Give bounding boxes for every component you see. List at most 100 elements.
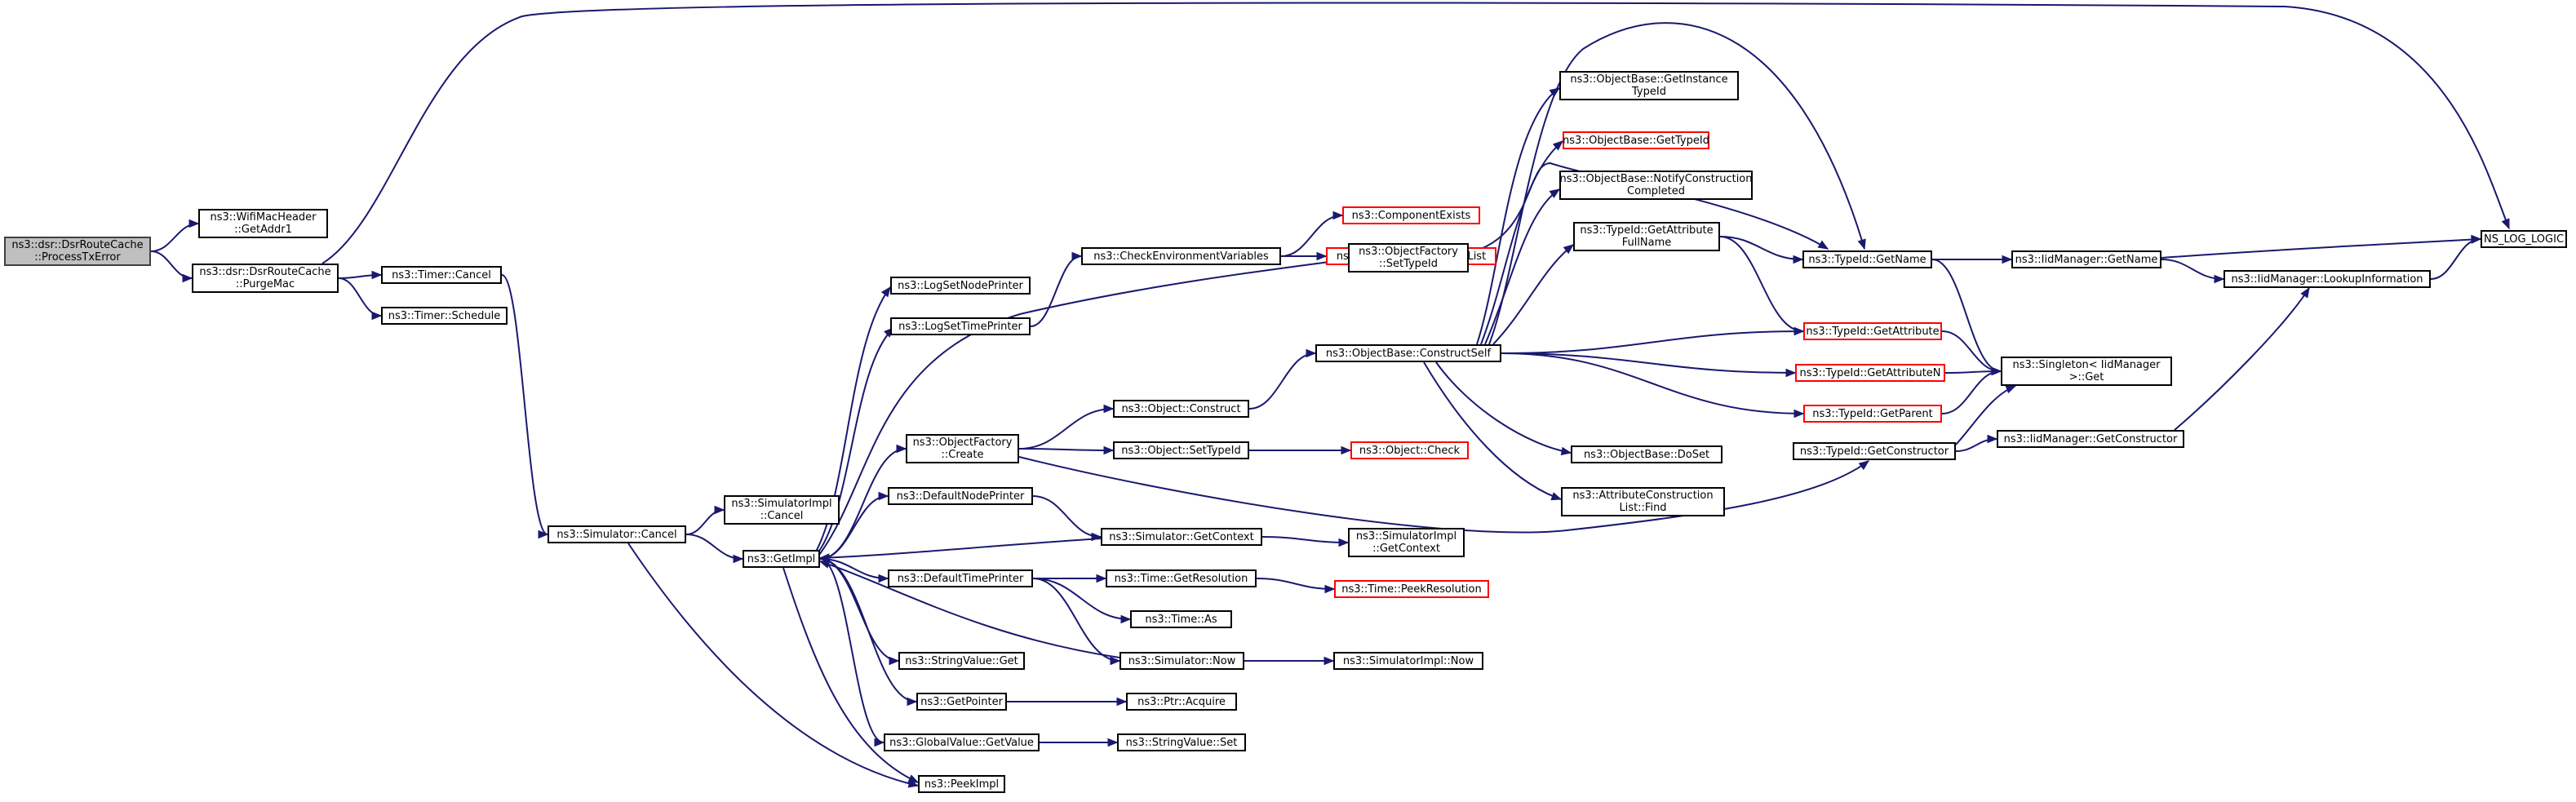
node-label-line: ns3::ObjectBase::ConstructSelf	[1325, 347, 1492, 360]
node-timegetres[interactable]: ns3::Time::GetResolution	[1106, 569, 1257, 587]
edge-root-to-wifigetaddr1-arrowhead	[188, 219, 200, 228]
node-label-line: ns3::dsr::DsrRouteCache	[11, 239, 144, 251]
node-logsetnode[interactable]: ns3::LogSetNodePrinter	[890, 277, 1031, 295]
node-timercancel[interactable]: ns3::Timer::Cancel	[381, 266, 502, 284]
node-objfactsettypeid[interactable]: ns3::ObjectFactory::SetTypeId	[1348, 243, 1469, 273]
node-globalgetvalue[interactable]: ns3::GlobalValue::GetValue	[884, 733, 1040, 751]
edge-objbaseconstructself-to-objbasegettypeid-arrowhead	[1552, 140, 1564, 151]
node-simgetcontext[interactable]: ns3::Simulator::GetContext	[1101, 528, 1262, 546]
edge-objbaseconstructself-to-attrconstrlist-arrowhead	[1550, 492, 1563, 501]
node-label-line: ns3::SimulatorImpl	[731, 498, 832, 510]
node-getpointer[interactable]: ns3::GetPointer	[916, 693, 1007, 711]
node-simimplgetctx[interactable]: ns3::SimulatorImpl::GetContext	[1348, 528, 1465, 557]
node-objbasegettypeid[interactable]: ns3::ObjectBase::GetTypeId	[1563, 131, 1709, 149]
node-iidgetname[interactable]: ns3::IidManager::GetName	[2011, 250, 2161, 268]
node-checkenv[interactable]: ns3::CheckEnvironmentVariables	[1081, 247, 1281, 265]
node-typeidgetparent[interactable]: ns3::TypeId::GetParent	[1803, 405, 1942, 423]
node-label-line: ::Create	[941, 449, 984, 461]
node-label-line: ns3::PeekImpl	[924, 778, 1000, 791]
node-label-line: ns3::Timer::Schedule	[388, 309, 501, 322]
node-ptracquire[interactable]: ns3::Ptr::Acquire	[1126, 693, 1237, 711]
edge-objbaseconstructself-to-typeidgetparent-arrowhead	[1793, 409, 1805, 419]
node-simcancel[interactable]: ns3::Simulator::Cancel	[548, 525, 686, 543]
node-getimpl[interactable]: ns3::GetImpl	[743, 550, 820, 568]
node-simnow[interactable]: ns3::Simulator::Now	[1120, 652, 1244, 670]
edge-getimpl-to-globalgetvalue	[819, 558, 885, 743]
node-simimplnow[interactable]: ns3::SimulatorImpl::Now	[1333, 652, 1483, 670]
edge-objfactcreate-to-objconstruct	[1018, 408, 1114, 450]
node-timerschedule[interactable]: ns3::Timer::Schedule	[381, 307, 508, 325]
node-compexists[interactable]: ns3::ComponentExists	[1342, 206, 1480, 224]
node-timepeekres[interactable]: ns3::Time::PeekResolution	[1334, 580, 1489, 598]
edge-timercancel-to-simcancel-arrowhead	[538, 529, 549, 539]
node-objcheck[interactable]: ns3::Object::Check	[1350, 441, 1469, 459]
edge-objbaseconstructself-to-objbasenotify	[1484, 188, 1560, 345]
edge-objfactsettypeid-to-typeidgetname-arrowhead	[1817, 240, 1829, 250]
node-typeidgetattr[interactable]: ns3::TypeId::GetAttribute	[1803, 322, 1942, 340]
edge-simnow-to-simimplnow-arrowhead	[1323, 656, 1335, 666]
edge-typeidgetattrfull-to-typeidgetattr	[1719, 236, 1804, 332]
node-label-line: ns3::ObjectFactory	[1359, 246, 1458, 258]
edge-getimpl-to-strvalget-arrowhead	[889, 656, 900, 666]
node-label-line: ns3::Simulator::Now	[1128, 654, 1236, 667]
edge-simgetcontext-to-getimpl-arrowhead	[818, 553, 830, 562]
edge-typeidgetattrfull-to-typeidgetname	[1719, 236, 1803, 260]
edge-getimpl-to-defnodeprinter-arrowhead	[878, 491, 889, 501]
node-label-line: ns3::ObjectBase::GetInstance	[1570, 73, 1728, 86]
node-strvalget[interactable]: ns3::StringValue::Get	[898, 652, 1025, 670]
node-label-line: ::GetAddr1	[234, 224, 292, 236]
node-strvalset[interactable]: ns3::StringValue::Set	[1117, 733, 1246, 751]
node-typeidgetattrn[interactable]: ns3::TypeId::GetAttributeN	[1795, 364, 1945, 382]
node-label-line: ns3::GetImpl	[747, 552, 816, 565]
node-objbaseconstructself[interactable]: ns3::ObjectBase::ConstructSelf	[1315, 344, 1501, 362]
node-label-line: ns3::DefaultNodePrinter	[896, 490, 1025, 503]
node-label-line: ns3::Simulator::GetContext	[1109, 530, 1254, 543]
node-iidlookup[interactable]: ns3::IidManager::LookupInformation	[2224, 270, 2431, 288]
edge-typeidgetconstructor-to-iidgetconstructor-arrowhead	[1987, 434, 1998, 444]
edge-deftimeprinter-to-timeas-arrowhead	[1120, 614, 1132, 624]
edge-defnodeprinter-to-simgetcontext-arrowhead	[1091, 532, 1102, 542]
edge-objfactcreate-to-typeidgetconstructor	[1018, 456, 1869, 534]
node-label-line: ns3::ObjectBase::GetTypeId	[1563, 134, 1709, 147]
node-defnodeprinter[interactable]: ns3::DefaultNodePrinter	[888, 487, 1033, 505]
node-label-line: TypeId	[1632, 86, 1666, 98]
node-simimplcancel[interactable]: ns3::SimulatorImpl::Cancel	[724, 495, 840, 525]
edge-simcancel-to-simimplcancel-arrowhead	[714, 505, 725, 515]
edge-simcancel-to-getimpl-arrowhead	[733, 554, 744, 564]
edge-checkenv-to-compexists-arrowhead	[1332, 210, 1344, 220]
node-typeidgetconstructor[interactable]: ns3::TypeId::GetConstructor	[1793, 442, 1956, 460]
node-singletonget[interactable]: ns3::Singleton< IidManager >::Get	[2001, 357, 2172, 386]
node-purgemac[interactable]: ns3::dsr::DsrRouteCache::PurgeMac	[192, 264, 339, 293]
node-objconstruct[interactable]: ns3::Object::Construct	[1113, 400, 1249, 418]
edge-objbaseconstructself-to-typeidgetparent	[1501, 352, 1804, 414]
node-label-line: ns3::Singleton< IidManager	[2012, 359, 2161, 371]
edge-iidgetconstructor-to-iidlookup	[2174, 287, 2310, 431]
node-timeas[interactable]: ns3::Time::As	[1130, 610, 1232, 628]
node-wifigetaddr1[interactable]: ns3::WifiMacHeader::GetAddr1	[198, 209, 328, 238]
node-label-line: ns3::TypeId::GetAttributeN	[1799, 366, 1941, 379]
node-objbasedoset[interactable]: ns3::ObjectBase::DoSet	[1571, 445, 1723, 463]
edge-simgetcontext-to-simimplgetctx	[1261, 536, 1349, 543]
node-objsettypeid[interactable]: ns3::Object::SetTypeId	[1113, 441, 1249, 459]
edge-deftimeprinter-to-timegetres-arrowhead	[1096, 574, 1107, 583]
node-objfactcreate[interactable]: ns3::ObjectFactory::Create	[906, 434, 1019, 463]
node-logsettime[interactable]: ns3::LogSetTimePrinter	[890, 317, 1031, 335]
node-deftimeprinter[interactable]: ns3::DefaultTimePrinter	[888, 569, 1033, 587]
node-label-line: ns3::GetPointer	[920, 695, 1003, 708]
node-label-line: ns3::Simulator::Cancel	[556, 528, 677, 541]
node-label-line: ns3::LogSetNodePrinter	[898, 279, 1023, 292]
edge-iidgetname-to-nslog	[2161, 238, 2481, 259]
node-label-line: ns3::Ptr::Acquire	[1137, 695, 1226, 708]
node-iidgetconstructor[interactable]: ns3::IidManager::GetConstructor	[1997, 430, 2184, 448]
edge-objbaseconstructself-to-typeidgetattr	[1501, 330, 1804, 354]
node-nslog[interactable]: NS_LOG_LOGIC	[2481, 230, 2567, 248]
edge-getimpl-to-deftimeprinter-arrowhead	[878, 574, 889, 583]
edge-iidgetconstructor-to-iidlookup-arrowhead	[2300, 286, 2310, 299]
node-typeidgetname[interactable]: ns3::TypeId::GetName	[1802, 250, 1932, 268]
node-peekimpl[interactable]: ns3::PeekImpl	[918, 775, 1005, 793]
